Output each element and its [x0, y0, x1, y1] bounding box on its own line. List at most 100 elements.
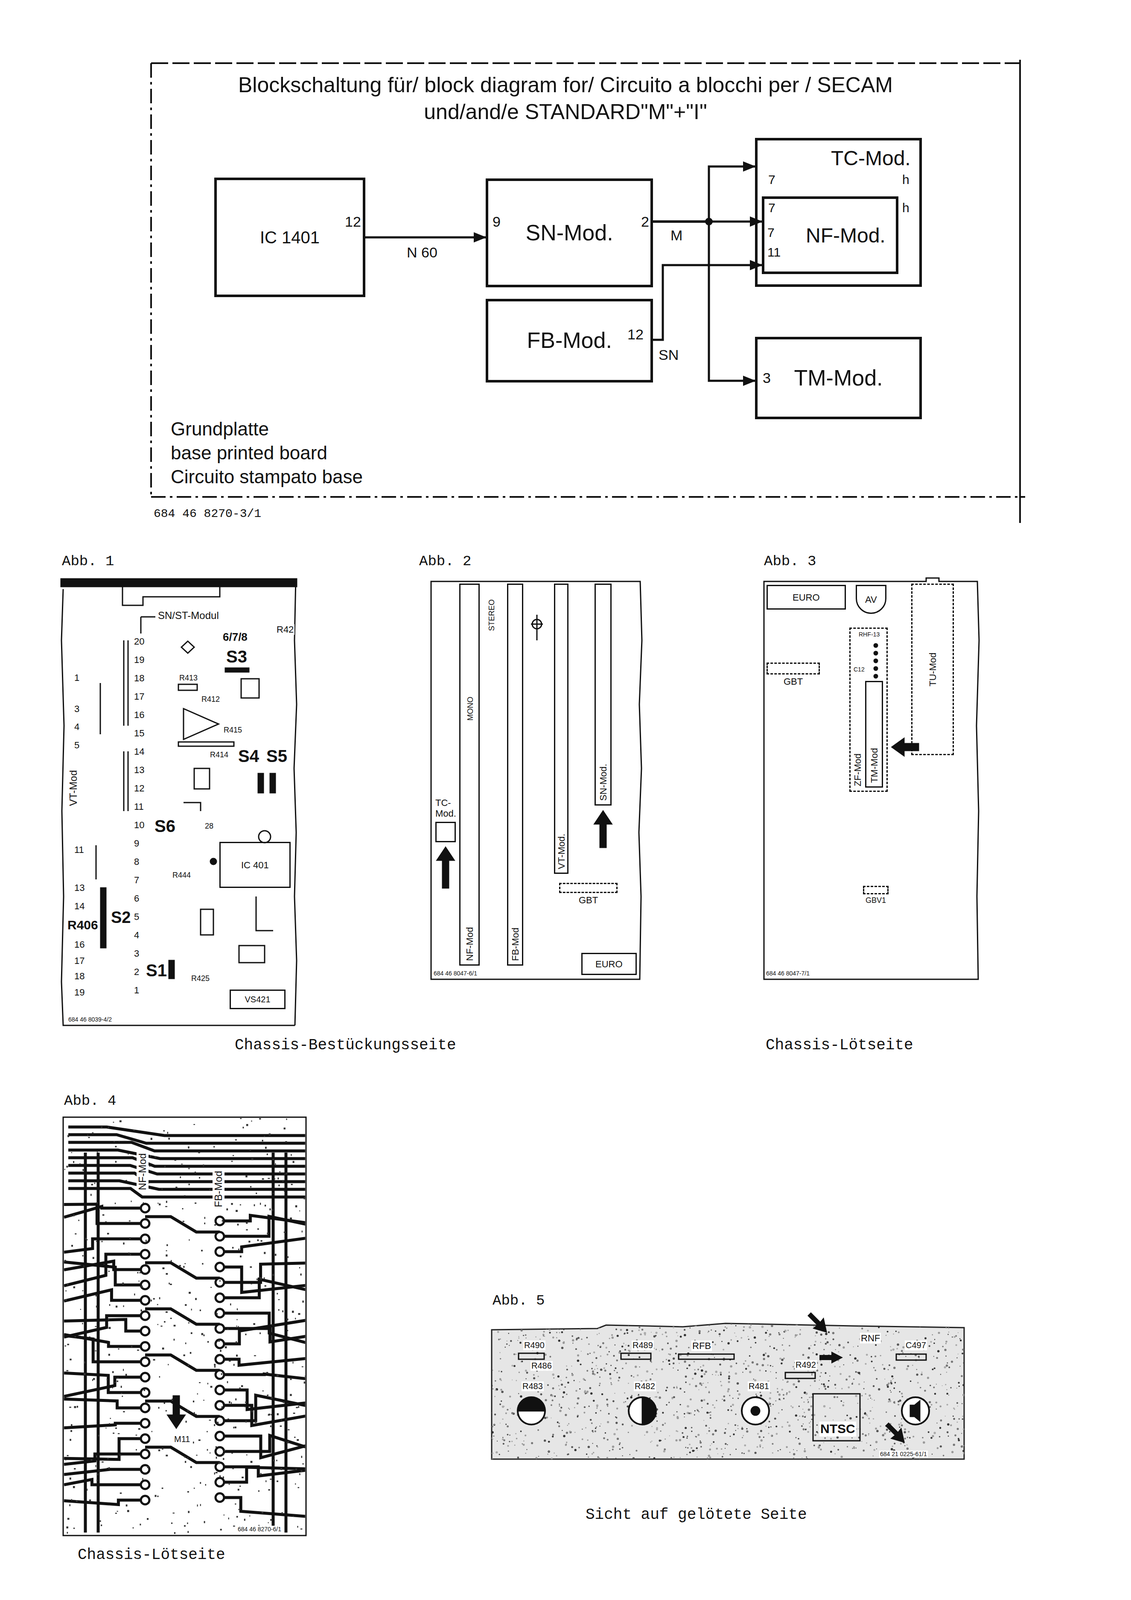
speckle: [883, 1367, 886, 1370]
speckle: [813, 1326, 814, 1327]
speckle: [931, 1434, 934, 1437]
speckle: [279, 1170, 281, 1173]
speckle: [600, 1355, 602, 1357]
speckle: [758, 1435, 761, 1438]
speckle: [861, 1440, 863, 1442]
speckle: [187, 1409, 189, 1412]
speckle: [762, 1446, 764, 1448]
speckle: [789, 1451, 790, 1453]
speckle: [278, 1308, 280, 1311]
speckle: [228, 1483, 230, 1485]
speckle: [753, 1378, 755, 1380]
speckle: [266, 1153, 269, 1155]
speckle: [596, 1405, 598, 1408]
speckle: [688, 1443, 691, 1446]
speckle: [959, 1337, 961, 1339]
speckle: [776, 1390, 779, 1393]
speckle: [520, 1360, 522, 1362]
speckle: [552, 1387, 555, 1390]
speckle: [636, 1373, 639, 1376]
speckle: [561, 1429, 563, 1431]
speckle: [591, 1361, 594, 1363]
speckle: [223, 1514, 225, 1516]
speckle: [778, 1411, 780, 1414]
speckle: [270, 1413, 272, 1415]
speckle: [856, 1359, 859, 1362]
speckle: [760, 1394, 763, 1397]
speckle: [708, 1448, 712, 1451]
pcb-trace: [84, 1152, 88, 1533]
solder-pad: [140, 1280, 150, 1289]
speckle: [857, 1345, 859, 1347]
speckle: [874, 1427, 878, 1430]
speckle: [193, 1412, 196, 1414]
speckle: [745, 1367, 748, 1370]
speckle: [525, 1337, 527, 1338]
speckle: [510, 1407, 511, 1409]
speckle: [96, 1240, 97, 1242]
board-artwork: [123, 751, 125, 811]
speckle: [890, 1349, 892, 1351]
speckle: [801, 1457, 803, 1459]
speckle: [236, 1325, 237, 1327]
speckle: [769, 1332, 772, 1336]
speckle: [767, 1432, 770, 1434]
speckle: [945, 1342, 947, 1344]
speckle: [929, 1384, 932, 1387]
speckle: [626, 1328, 629, 1331]
speckle: [781, 1388, 784, 1391]
speckle: [588, 1386, 592, 1389]
speckle: [209, 1188, 210, 1190]
speckle: [722, 1395, 726, 1398]
speckle: [714, 1356, 715, 1358]
speckle: [92, 1378, 94, 1381]
board-artwork: [536, 614, 538, 641]
speckle: [520, 1430, 522, 1432]
speckle: [679, 1438, 682, 1441]
speckle: [594, 1430, 597, 1432]
speckle: [236, 1308, 238, 1310]
speckle: [567, 1324, 569, 1326]
speckle: [821, 1383, 823, 1385]
speckle: [599, 1382, 601, 1385]
solder-pad: [215, 1262, 225, 1271]
board-artwork: [140, 616, 156, 618]
speckle: [251, 1410, 254, 1413]
speckle: [518, 1371, 520, 1373]
speckle: [830, 1437, 832, 1440]
speckle: [602, 1341, 605, 1344]
pcb-trace: [64, 1398, 146, 1408]
speckle: [764, 1352, 767, 1354]
speckle: [89, 1499, 91, 1502]
speckle: [577, 1359, 580, 1362]
speckle: [206, 1448, 209, 1451]
speckle: [819, 1444, 821, 1446]
speckle: [902, 1346, 905, 1349]
solder-pad: [215, 1431, 225, 1440]
speckle: [614, 1343, 616, 1346]
speckle: [519, 1341, 522, 1344]
speckle: [222, 1475, 225, 1478]
speckle: [690, 1426, 693, 1429]
board-artwork: [1020, 495, 1026, 498]
speckle: [568, 1407, 569, 1408]
speckle: [783, 1357, 785, 1359]
board-artwork: [210, 858, 217, 865]
board-artwork: [1019, 59, 1021, 523]
speckle: [957, 1405, 959, 1407]
speckle: [518, 1337, 520, 1339]
speckle: [533, 1376, 536, 1379]
speckle: [747, 1323, 750, 1325]
speckle: [64, 1168, 66, 1170]
pcb-trace: [219, 1435, 306, 1452]
speckle: [675, 1345, 678, 1348]
speckle: [562, 1341, 565, 1344]
speckle: [201, 1249, 203, 1252]
speckle: [184, 1303, 187, 1306]
speckle: [518, 1392, 519, 1394]
speckle: [948, 1331, 950, 1333]
speckle: [915, 1368, 918, 1371]
speckle: [293, 1412, 296, 1414]
speckle: [684, 1416, 686, 1417]
speckle: [78, 1219, 79, 1221]
